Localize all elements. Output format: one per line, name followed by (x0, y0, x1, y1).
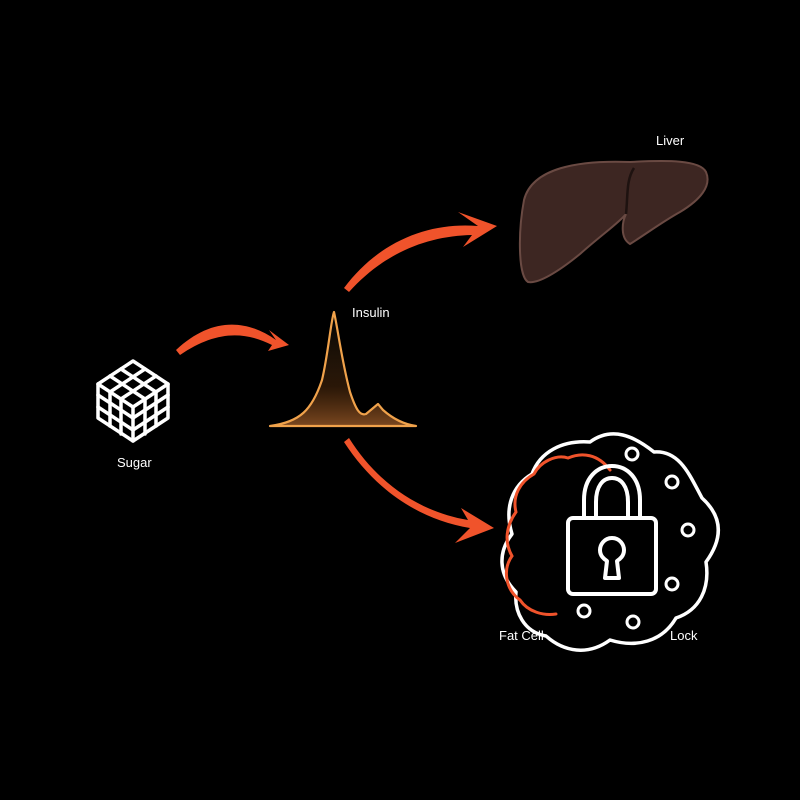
padlock-icon (566, 464, 658, 596)
liver-icon (518, 160, 709, 284)
fat-cell-icon (500, 432, 720, 652)
sugar-cube-icon (96, 359, 170, 443)
arrow-insulin-to-liver (344, 212, 497, 292)
liver-label: Liver (656, 133, 685, 148)
arrow-insulin-to-fat-cell (344, 438, 494, 543)
insulin-label: Insulin (352, 305, 390, 320)
sugar-label: Sugar (117, 455, 152, 470)
arrow-sugar-to-insulin (176, 324, 289, 355)
fat-cell-label: Fat Cell (499, 628, 544, 643)
insulin-curve-icon (268, 310, 418, 428)
lock-label: Lock (670, 628, 698, 643)
